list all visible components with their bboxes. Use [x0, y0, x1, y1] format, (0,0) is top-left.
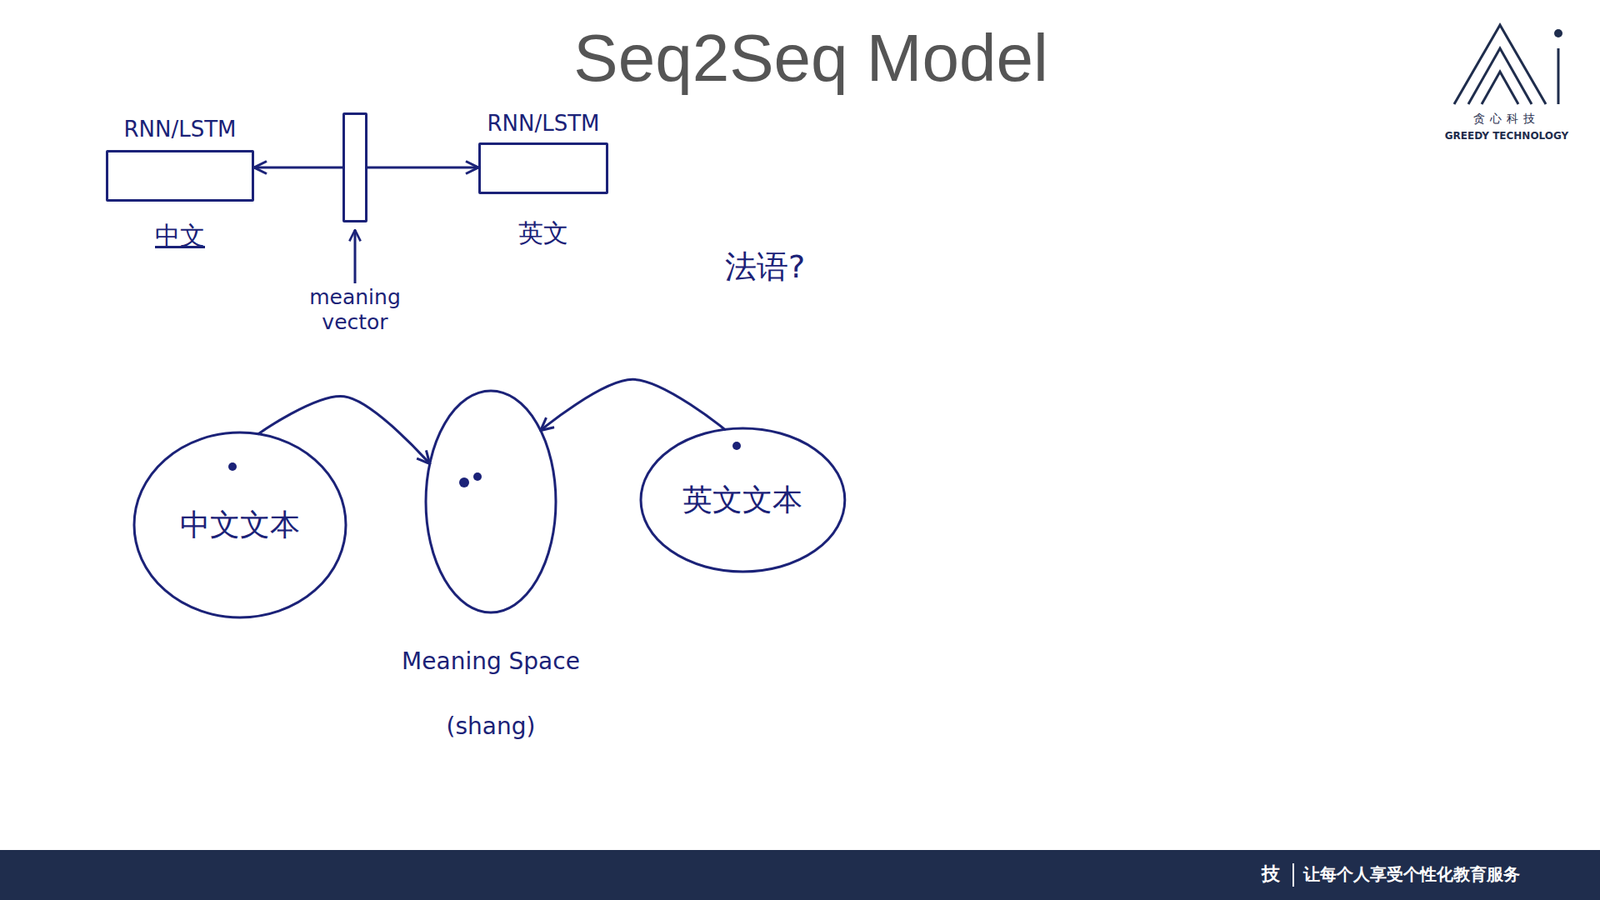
node-caption: RNN/LSTM [123, 116, 236, 143]
node-caption: meaning vector [296, 285, 414, 335]
encoder-box: RNN/LSTM中文 [105, 150, 255, 202]
footer-bar [0, 850, 1600, 900]
node-text: 英文文本 [682, 481, 803, 518]
connector-arrow [540, 379, 725, 430]
meaning-vector-box: meaning vector [342, 112, 368, 223]
point-dot [732, 441, 741, 450]
node-caption: RNN/LSTM [486, 110, 600, 137]
connector-arrow [258, 395, 430, 464]
point-dot [473, 472, 482, 481]
footer-separator [1292, 863, 1295, 887]
decoder-box: RNN/LSTM英文 [478, 142, 609, 195]
handwritten-note: 法语? [725, 248, 805, 287]
footer-text: 技 [1261, 863, 1280, 885]
meaning-space: Meaning Space(shang) [424, 389, 558, 615]
ellipse-outline [425, 390, 556, 613]
point-dot [459, 477, 470, 488]
pointer-arrow [354, 230, 357, 284]
logo-text: GREEDY TECHNOLOGY [1445, 130, 1570, 142]
ellipse-outline [424, 389, 558, 615]
logo-stroke [1481, 71, 1519, 105]
english-text-space: 英文文本 [639, 426, 847, 574]
ellipse-outline [640, 428, 845, 572]
connector-arrow [254, 166, 343, 170]
logo-stroke [1557, 48, 1560, 105]
node-caption: (shang) [446, 712, 536, 741]
diagram-title: Seq2Seq Model [573, 18, 1048, 99]
ellipse-outline [134, 432, 346, 618]
connector-arrow [367, 166, 479, 170]
node-caption: 英文 [518, 218, 569, 249]
logo-stroke [1454, 25, 1546, 105]
logo-mark [1454, 25, 1559, 105]
logo-dot [1554, 29, 1563, 38]
point-dot [228, 462, 237, 471]
footer-slogan: 让每个人享受个性化教育服务 [1303, 864, 1520, 885]
node-text: 中文文本 [180, 506, 300, 543]
node-caption: 中文 [155, 220, 205, 251]
logo-text: 贪心科技 [1473, 111, 1540, 126]
node-caption: Meaning Space [401, 647, 580, 676]
logo-stroke [1468, 48, 1532, 105]
chinese-text-space: 中文文本 [132, 430, 348, 620]
